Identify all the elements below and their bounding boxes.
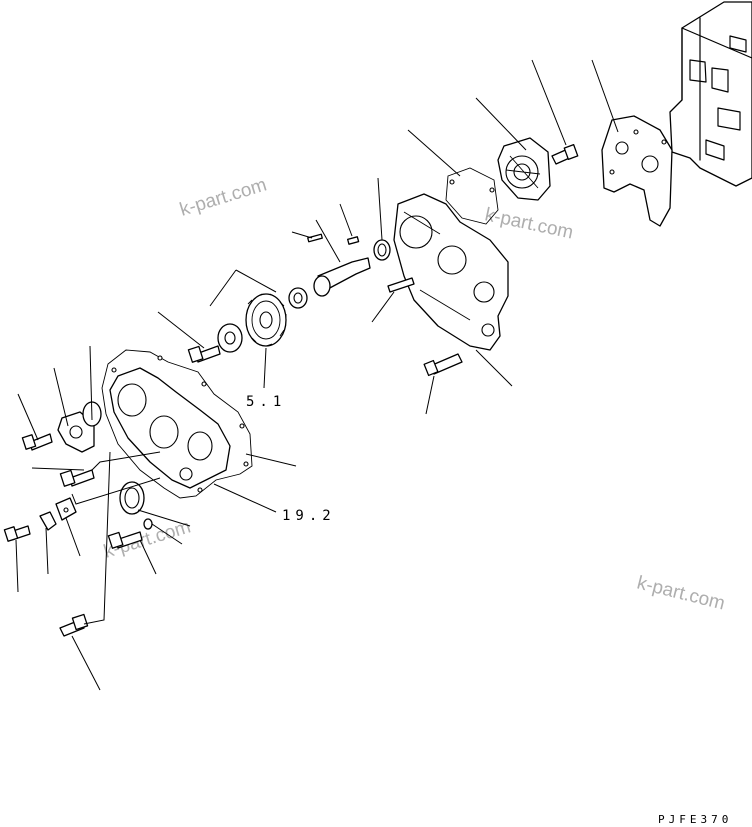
drawing-code: PJFE370 xyxy=(658,813,732,826)
watermark-1: k-part.com xyxy=(177,174,269,220)
watermark-2: k-part.com xyxy=(483,204,575,243)
clip-a xyxy=(39,511,57,531)
thrust-washer xyxy=(217,323,243,353)
bolt-bottom-2 xyxy=(107,531,143,549)
idler-gear xyxy=(245,293,287,347)
bolt-top xyxy=(551,144,579,165)
bolt-gear xyxy=(187,345,221,363)
case-gasket xyxy=(445,167,499,225)
sensor-plug xyxy=(59,613,89,637)
bolt-bottom-1 xyxy=(3,525,31,542)
ring-seal xyxy=(373,239,391,261)
engine-block xyxy=(669,1,752,187)
front-cover xyxy=(109,367,231,489)
dowel-pin xyxy=(387,277,415,293)
idler-shaft xyxy=(313,257,371,297)
callout-cover: 19.2 xyxy=(282,508,336,524)
small-pin xyxy=(307,233,323,243)
washer-shaft xyxy=(288,287,308,309)
clip-b xyxy=(55,497,77,521)
bolt-case xyxy=(423,353,463,377)
bolt-left-1 xyxy=(21,433,53,451)
front-gasket xyxy=(101,349,253,499)
watermark-4: k-part.com xyxy=(635,572,727,614)
rear-gasket xyxy=(601,115,673,227)
bolt-left-2 xyxy=(59,469,95,487)
callout-gear: 5.1 xyxy=(246,394,286,410)
key-pin xyxy=(347,236,360,245)
small-washer xyxy=(143,518,153,530)
oil-seal xyxy=(119,481,145,515)
pump-cover xyxy=(497,137,551,201)
gear-case xyxy=(393,193,509,351)
leader-lines xyxy=(15,59,619,691)
